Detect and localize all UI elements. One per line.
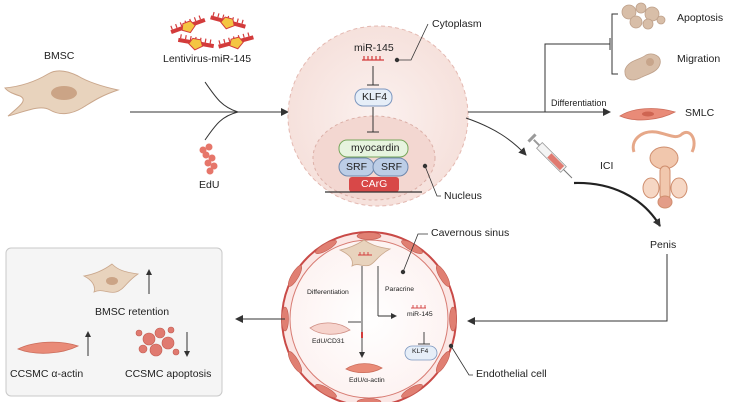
penis-label: Penis <box>650 239 677 251</box>
carg-box <box>349 177 399 192</box>
mirna-icon <box>362 56 384 61</box>
klf4-label: KLF4 <box>362 91 388 103</box>
smlc-label: SMLC <box>685 107 715 119</box>
paracrine-label: Paracrine <box>385 286 415 293</box>
syringe-icon <box>527 133 573 179</box>
result-actin-icon <box>17 341 80 354</box>
sinus-arrows <box>348 266 430 358</box>
carg-label: CArG <box>361 178 388 190</box>
penis-anatomy-icon <box>631 130 696 209</box>
migration-cell-icon <box>624 53 661 81</box>
sinus-bmsc-icon <box>338 239 392 267</box>
callout-lines <box>394 23 441 197</box>
sinus-mirna-label: miR-145 <box>407 311 433 318</box>
lentivirus-label: Lentivirus-miR-145 <box>163 53 252 65</box>
bmsc-retention-label: BMSC retention <box>95 306 170 318</box>
sinus-klf4-label: KLF4 <box>412 348 429 355</box>
srf-right-box <box>372 157 409 177</box>
inhibit-mir-klf4 <box>367 66 379 86</box>
result-apoptosis-icon <box>135 326 180 357</box>
myocardin-box <box>338 139 409 158</box>
sinus-differentiation-label: Differentiation <box>307 289 349 296</box>
bmsc-label: BMSC <box>44 50 75 62</box>
bmsc-cell-icon <box>4 70 120 117</box>
actin-smc-icon <box>345 363 383 374</box>
klf4-box <box>354 88 393 107</box>
lentivirus-icon <box>170 11 254 51</box>
ccsmc-apoptosis-label: CCSMC apoptosis <box>125 368 212 380</box>
sinus-callouts <box>400 233 473 376</box>
ici-label: ICI <box>600 160 614 172</box>
result-bmsc-icon <box>82 263 140 293</box>
edu-label: EdU <box>199 179 220 191</box>
apoptosis-cell-icon <box>621 2 666 30</box>
merge-arrows <box>130 81 289 141</box>
edu-cd31-label: EdU/CD31 <box>312 338 345 345</box>
nucleus-label: Nucleus <box>444 190 482 202</box>
penis-to-sinus-arrow <box>467 254 668 325</box>
cytoplasm-label: Cytoplasm <box>432 18 482 30</box>
apoptosis-label: Apoptosis <box>677 12 724 24</box>
edu-molecule-icon <box>199 143 218 175</box>
arrow-to-syringe <box>465 117 527 156</box>
endothelial-cell-label: Endothelial cell <box>476 368 547 380</box>
sinus-klf4-box <box>404 345 438 361</box>
differentiation-label: Differentiation <box>551 98 607 108</box>
smlc-cell-icon <box>619 108 677 121</box>
cell-nucleus <box>312 115 436 201</box>
sinus-mirna-icon <box>411 305 426 309</box>
srf-right-label: SRF <box>381 161 402 173</box>
ccsmc-actin-label: CCSMC α-actin <box>10 368 84 380</box>
inhibit-klf4-myocardin <box>367 107 379 133</box>
srf-left-label: SRF <box>346 161 367 173</box>
ici-arrow <box>573 181 661 227</box>
edu-actin-label: EdU/α-actin <box>349 377 385 384</box>
migration-label: Migration <box>677 53 721 65</box>
cavernous-sinus-label: Cavernous sinus <box>431 227 510 239</box>
endothelial-cd31-icon <box>309 322 363 338</box>
result-box <box>5 247 223 397</box>
inhibit-bracket <box>468 13 618 116</box>
mirna-label: miR-145 <box>354 42 394 54</box>
myocardin-label: myocardin <box>351 142 400 154</box>
